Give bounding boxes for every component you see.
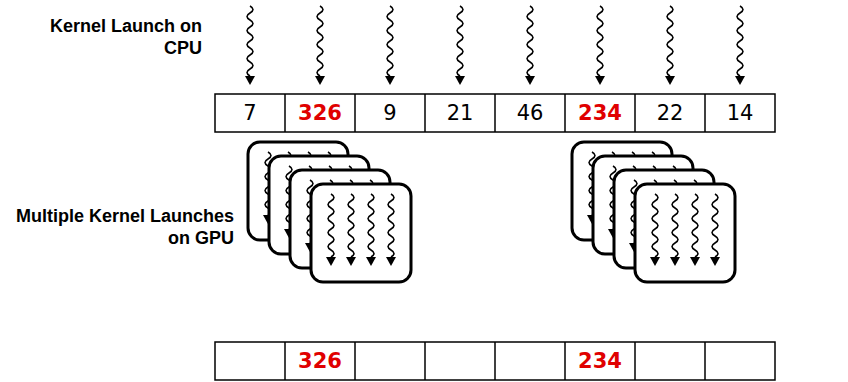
thread-arrowhead xyxy=(735,76,745,85)
thread-arrowhead xyxy=(326,257,336,266)
array-divider xyxy=(634,94,636,132)
cell-number: 326 xyxy=(298,101,342,125)
thread-arrowhead xyxy=(245,76,255,85)
array-divider xyxy=(704,94,706,132)
cell-number: 234 xyxy=(578,101,622,125)
array-cell-value: 22 xyxy=(635,94,705,132)
side-label-text: Kernel Launch on CPU xyxy=(20,16,202,59)
thread-squiggle xyxy=(597,6,603,76)
array-divider xyxy=(494,342,496,380)
thread-squiggle xyxy=(457,6,463,76)
array-cell-value: 46 xyxy=(495,94,565,132)
cell-number: 234 xyxy=(578,349,622,373)
thread-block xyxy=(635,184,735,282)
array-cell-value: 9 xyxy=(355,94,425,132)
thread-arrowhead xyxy=(385,76,395,85)
array-divider xyxy=(284,342,286,380)
thread-arrowhead xyxy=(665,76,675,85)
array-divider xyxy=(354,94,356,132)
array-cell-value: 7 xyxy=(215,94,285,132)
thread-squiggle xyxy=(247,6,253,76)
thread-arrowhead xyxy=(366,257,376,266)
thread-arrowhead xyxy=(595,76,605,85)
thread-squiggle xyxy=(667,6,673,76)
cell-number: 9 xyxy=(383,101,396,125)
cell-number: 326 xyxy=(298,349,342,373)
cell-number: 46 xyxy=(517,101,544,125)
array-divider xyxy=(564,342,566,380)
cell-number: 21 xyxy=(447,101,474,125)
side-label: Multiple Kernel Launches on GPU xyxy=(12,190,234,266)
thread-arrowhead xyxy=(525,76,535,85)
thread-squiggle xyxy=(737,6,743,76)
array-cell-value: 326 xyxy=(285,94,355,132)
thread-arrowhead xyxy=(386,257,396,266)
thread-arrowhead xyxy=(315,76,325,85)
thread-arrowhead xyxy=(670,257,680,266)
array-divider xyxy=(284,94,286,132)
array-divider xyxy=(704,342,706,380)
array-cell-value: 234 xyxy=(565,94,635,132)
thread-arrowhead xyxy=(690,257,700,266)
array-divider xyxy=(424,342,426,380)
thread-squiggle xyxy=(692,194,698,257)
thread-arrowhead xyxy=(650,257,660,266)
thread-squiggle xyxy=(672,194,678,257)
thread-block xyxy=(311,184,411,282)
thread-arrowhead xyxy=(455,76,465,85)
array-outline xyxy=(215,94,775,132)
side-label: Kernel Launch on CPU xyxy=(20,12,202,64)
cell-number: 22 xyxy=(657,101,684,125)
thread-squiggle xyxy=(652,194,658,257)
array-cell-value: 326 xyxy=(285,342,355,380)
array-cell-value: 234 xyxy=(565,342,635,380)
array-cell-value: 21 xyxy=(425,94,495,132)
cell-number: 14 xyxy=(727,101,754,125)
thread-squiggle xyxy=(527,6,533,76)
thread-arrowhead xyxy=(346,257,356,266)
array-divider xyxy=(494,94,496,132)
thread-squiggle xyxy=(388,194,394,257)
thread-squiggle xyxy=(328,194,334,257)
array-divider xyxy=(424,94,426,132)
thread-squiggle xyxy=(387,6,393,76)
thread-arrowhead xyxy=(710,257,720,266)
thread-squiggle xyxy=(712,194,718,257)
side-label-text: Multiple Kernel Launches on GPU xyxy=(12,206,234,249)
array-outline xyxy=(215,342,775,380)
thread-squiggle xyxy=(317,6,323,76)
cell-number: 7 xyxy=(243,101,256,125)
array-divider xyxy=(634,342,636,380)
thread-squiggle xyxy=(368,194,374,257)
array-divider xyxy=(354,342,356,380)
array-divider xyxy=(564,94,566,132)
array-cell-value: 14 xyxy=(705,94,775,132)
thread-squiggle xyxy=(348,194,354,257)
